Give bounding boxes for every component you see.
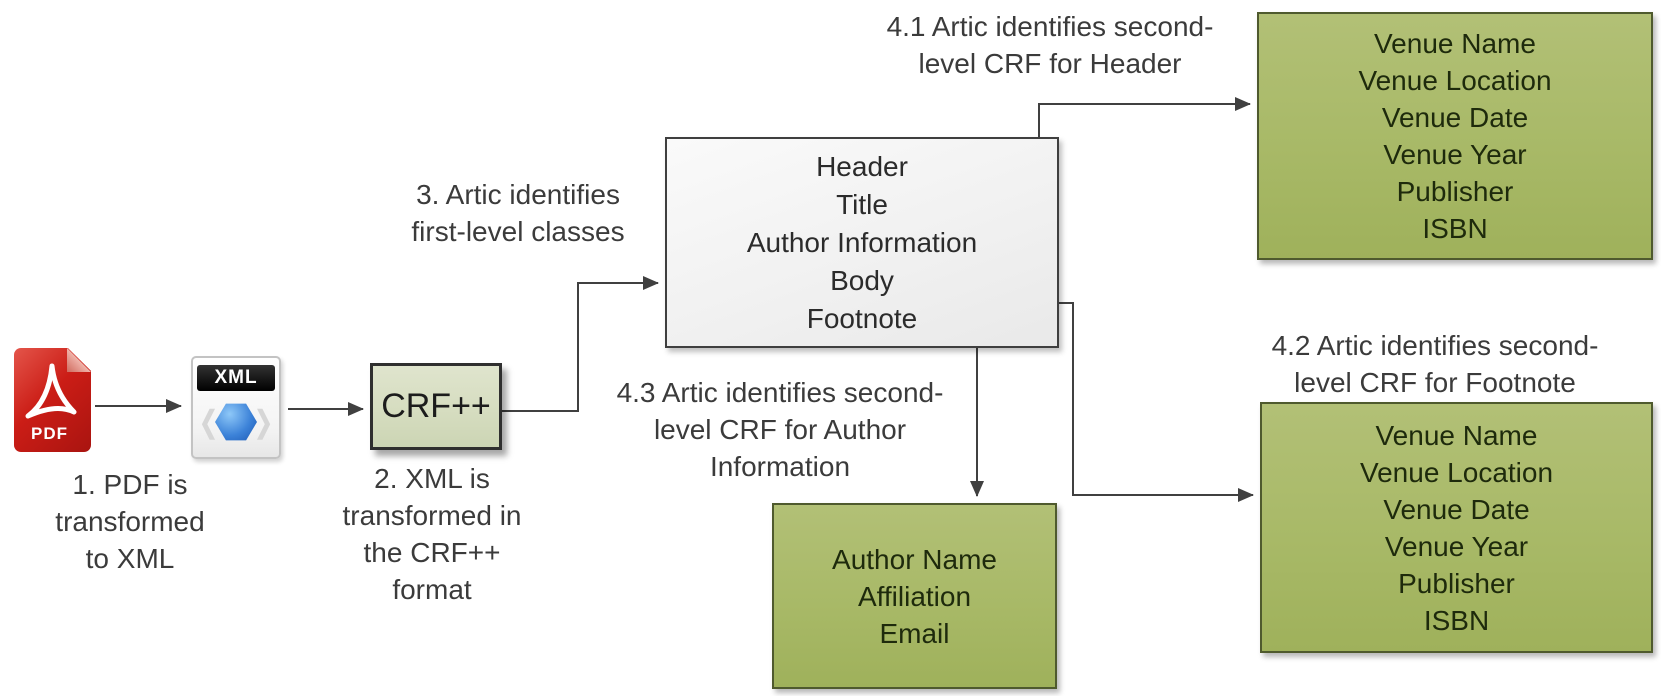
xml-file-icon: XML ❬ ❭ — [191, 356, 281, 459]
step41-label: 4.1 Artic identifies second- level CRF f… — [886, 11, 1214, 79]
list-item: Author Information — [746, 226, 978, 258]
pdf-file-icon: PDF — [14, 348, 91, 452]
step1-label: 1. PDF is transformed to XML — [55, 469, 205, 574]
list-item: Title — [836, 188, 888, 220]
list-item: Venue Date — [1381, 102, 1529, 133]
header-crf-fields-box: Venue Name Venue Location Venue Date Ven… — [1257, 12, 1653, 260]
step3-label: 3. Artic identifies first-level classes — [411, 179, 625, 247]
crf-plus-plus-box: CRF++ — [370, 363, 502, 450]
list-item: Header — [816, 150, 908, 182]
list-item: Venue Year — [1383, 139, 1527, 170]
crf-box-label: CRF++ — [381, 387, 491, 425]
list-item: Publisher — [1398, 567, 1515, 599]
list-item: Venue Location — [1358, 65, 1552, 96]
list-item: Venue Name — [1375, 419, 1538, 451]
list-item: Venue Location — [1359, 456, 1554, 488]
connector-first-level-to-header-crf — [1038, 97, 1251, 137]
list-item: Venue Date — [1383, 493, 1530, 525]
adobe-acrobat-swirl-icon — [25, 363, 77, 419]
list-item: Venue Name — [1374, 28, 1536, 59]
pdf-badge-text: PDF — [31, 424, 68, 443]
list-item: Body — [830, 264, 894, 296]
list-item: ISBN — [1422, 213, 1488, 244]
step2-label: 2. XML is transformed in the CRF++ forma… — [342, 463, 522, 605]
list-item: Email — [879, 617, 950, 649]
step42-label: 4.2 Artic identifies second- level CRF f… — [1271, 330, 1599, 398]
first-level-classes-box: Header Title Author Information Body Foo… — [665, 137, 1059, 348]
footnote-crf-fields-box: Venue Name Venue Location Venue Date Ven… — [1260, 402, 1653, 653]
xml-badge-text: XML — [197, 365, 275, 391]
list-item: ISBN — [1423, 604, 1490, 636]
author-crf-fields-box: Author Name Affiliation Email — [772, 503, 1057, 689]
list-item: Author Name — [832, 543, 997, 575]
list-item: Venue Year — [1384, 530, 1529, 562]
list-item: Footnote — [806, 302, 918, 334]
list-item: Affiliation — [857, 580, 972, 612]
list-item: Publisher — [1396, 176, 1514, 207]
step43-label: 4.3 Artic identifies second- level CRF f… — [616, 377, 944, 482]
